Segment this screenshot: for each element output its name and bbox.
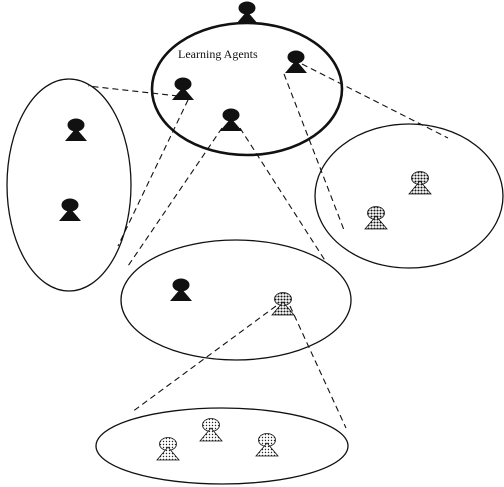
group-right-ellipse xyxy=(314,123,504,269)
connector-main-middle-left xyxy=(127,127,223,267)
agent-main-center xyxy=(220,108,242,131)
group-left xyxy=(6,78,132,292)
connector-main-right-bottom xyxy=(283,73,345,231)
connector-main-left-bottom xyxy=(117,99,189,247)
agent-bottom-right xyxy=(255,433,279,457)
group-middle xyxy=(120,239,352,361)
agent-bottom-center xyxy=(199,418,223,442)
agent-main-right xyxy=(285,50,307,73)
connector-main-left-top xyxy=(87,85,179,97)
connector-main-middle-right xyxy=(239,127,327,263)
connector-middle-bottom-right xyxy=(289,305,347,429)
group-bottom xyxy=(95,407,349,485)
group-right xyxy=(314,123,504,269)
agent-middle-left xyxy=(170,278,192,301)
agent-main-top xyxy=(236,1,258,24)
group-left-ellipse xyxy=(6,78,132,292)
group-main-label: Learning Agents xyxy=(178,47,258,61)
agent-left-bottom xyxy=(59,198,81,221)
group-middle-ellipse xyxy=(120,239,352,361)
agent-left-top xyxy=(65,118,87,141)
group-bottom-ellipse xyxy=(95,407,349,485)
group-main: Learning Agents xyxy=(150,1,344,157)
agent-middle-right xyxy=(271,292,295,316)
agent-right-top xyxy=(408,171,432,195)
agent-main-left xyxy=(172,77,194,100)
agent-bottom-left xyxy=(156,437,180,461)
agent-right-bottom xyxy=(364,206,388,230)
connections xyxy=(87,63,449,429)
connector-main-right-top xyxy=(301,63,449,139)
